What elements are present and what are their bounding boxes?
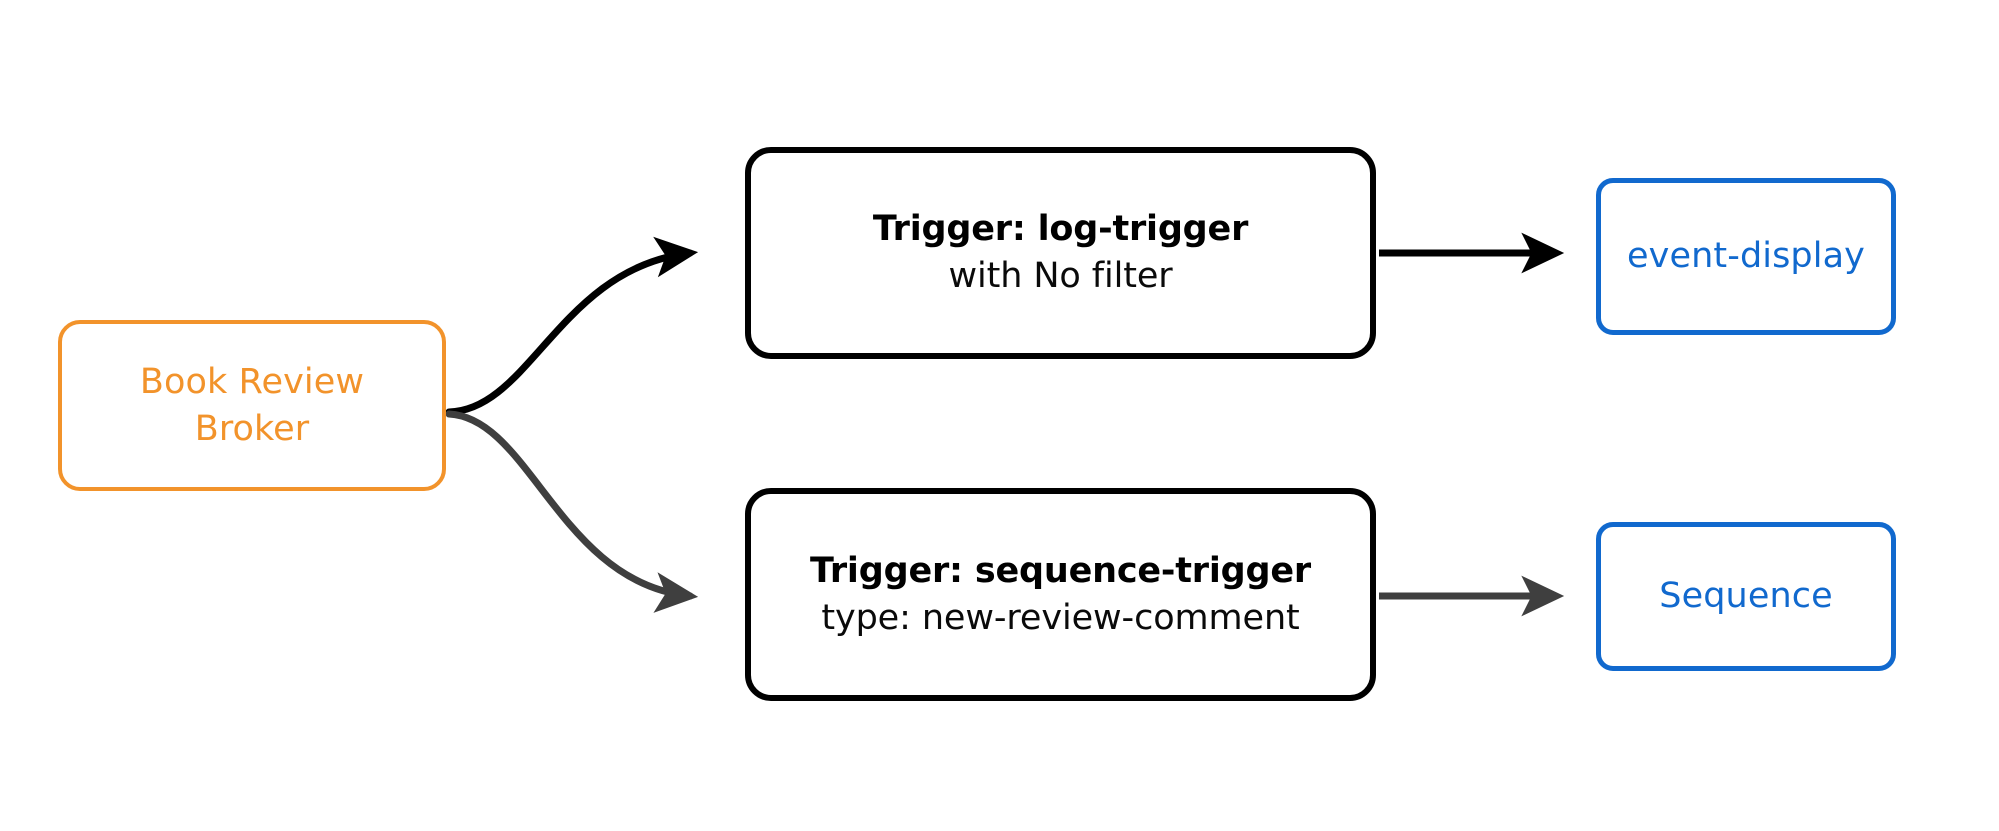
sequence-label: Sequence bbox=[1659, 575, 1833, 616]
sequence-trigger-subtitle: type: new-review-comment bbox=[821, 597, 1300, 638]
broker-label-line2: Broker bbox=[194, 408, 310, 449]
log-trigger-subtitle: with No filter bbox=[948, 256, 1173, 296]
edge-broker-to-sequence-trigger bbox=[445, 410, 699, 613]
log-trigger-title: Trigger: log-trigger bbox=[872, 209, 1249, 250]
edge-broker-to-log-trigger bbox=[445, 236, 699, 416]
node-log-trigger[interactable]: Trigger: log-trigger with No filter bbox=[745, 147, 1376, 359]
event-display-label: event-display bbox=[1627, 235, 1865, 276]
node-book-review-broker[interactable]: Book Review Broker bbox=[58, 320, 446, 491]
broker-label-line1: Book Review bbox=[139, 361, 365, 402]
node-sequence-trigger[interactable]: Trigger: sequence-trigger type: new-revi… bbox=[745, 488, 1376, 701]
node-event-display[interactable]: event-display bbox=[1596, 178, 1896, 335]
sequence-trigger-title: Trigger: sequence-trigger bbox=[810, 550, 1311, 591]
node-sequence[interactable]: Sequence bbox=[1596, 522, 1896, 671]
